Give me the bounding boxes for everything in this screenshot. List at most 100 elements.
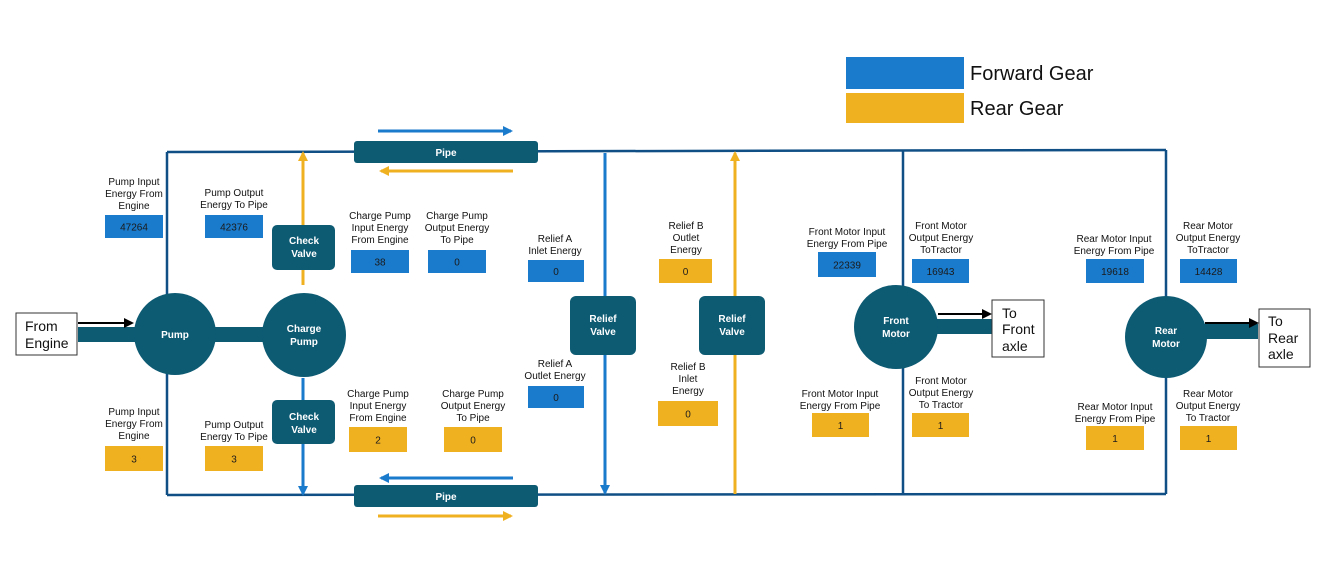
metric-caption-line: Energy: [670, 245, 702, 256]
metric-value: 0: [553, 267, 559, 278]
metric-value-box: [444, 427, 502, 452]
relief-valve-b-label-2: Valve: [719, 327, 745, 338]
legend-swatch-rear: [846, 93, 964, 123]
metric-caption-line: Energy From: [105, 189, 163, 200]
metric-value: 0: [553, 393, 559, 404]
rear-motor-label-2: Motor: [1152, 339, 1180, 350]
metric-value-box: [812, 413, 869, 437]
metric-caption-line: Output Energy: [441, 401, 505, 412]
to-front-axle-line-2: Front: [1002, 321, 1035, 337]
metric-value-box: [658, 401, 718, 426]
pump-node: Pump: [134, 293, 216, 375]
relief-valve-b-label-1: Relief: [718, 314, 746, 325]
legend-label-rear: Rear Gear: [970, 98, 1064, 120]
metric-caption-line: Front Motor: [915, 221, 967, 232]
metric-caption-line: Pump Input: [108, 177, 159, 188]
metric-value: 1: [838, 421, 844, 432]
relief-valve-b: Relief Valve: [699, 296, 765, 355]
legend-label-forward: Forward Gear: [970, 63, 1094, 85]
metric-caption-line: Rear Motor: [1183, 389, 1234, 400]
check-valve-top: Check Valve: [272, 225, 335, 270]
metric-caption-line: Rear Motor: [1183, 221, 1234, 232]
check-valve-bottom-label-1: Check: [289, 412, 319, 423]
from-engine-box: From Engine: [15, 312, 78, 356]
metric-value: 47264: [120, 223, 148, 234]
metric-value-box: [659, 259, 712, 283]
metric-caption-line: Energy From Pipe: [1075, 414, 1156, 425]
metric-caption-line: Charge Pump: [349, 211, 411, 222]
metric-caption-line: Energy From: [105, 419, 163, 430]
metric-value-box: [349, 427, 407, 452]
metric-value-box: [105, 446, 163, 471]
check-valve-top-label-2: Valve: [291, 249, 317, 260]
metric-caption-line: Outlet Energy: [524, 371, 585, 382]
metric-value: 1: [938, 421, 944, 432]
metric-value-box: [205, 446, 263, 471]
metric-value-box: [1180, 259, 1237, 283]
metric-caption-line: Output Energy: [909, 388, 973, 399]
metric-value-box: [428, 250, 486, 273]
metric-value-box: [1086, 426, 1144, 450]
pipe-top-label: Pipe: [435, 148, 457, 159]
metric-value-box: [912, 413, 969, 437]
metric-caption-line: Relief A: [538, 234, 573, 245]
relief-valve-a: Relief Valve: [570, 296, 636, 355]
metric-caption-line: Relief A: [538, 359, 573, 370]
metric-value: 0: [470, 436, 476, 447]
metric-caption-line: Pump Output: [205, 188, 264, 199]
pipe-bottom: Pipe: [354, 485, 538, 507]
metric-caption-line: Energy To Pipe: [200, 432, 268, 443]
metric-caption-line: Rear Motor Input: [1076, 234, 1151, 245]
front-motor-label-1: Front: [883, 316, 909, 327]
metric-caption-line: Pump Output: [205, 420, 264, 431]
metric-caption-line: Energy From Pipe: [1074, 246, 1155, 257]
metric-caption-line: Input Energy: [352, 223, 409, 234]
metric-value: 1: [1112, 434, 1118, 445]
metric-value: 38: [374, 258, 386, 269]
metric-value: 2: [375, 436, 381, 447]
metric-value: 3: [231, 455, 237, 466]
legend: Forward Gear Rear Gear: [846, 57, 1094, 123]
metric-caption-line: Engine: [118, 201, 150, 212]
metric-value: 42376: [220, 223, 248, 234]
metric-caption-line: Front Motor Input: [809, 227, 886, 238]
charge-pump-label-2: Pump: [290, 337, 318, 348]
to-front-axle-box: To Front axle: [991, 299, 1045, 358]
metric-caption-line: Engine: [118, 431, 150, 442]
metric-caption-line: Pump Input: [108, 407, 159, 418]
metric-caption-line: Input Energy: [350, 401, 407, 412]
check-valve-bottom-label-2: Valve: [291, 425, 317, 436]
metric-caption-line: To Tractor: [919, 400, 964, 411]
pump-label: Pump: [161, 330, 189, 341]
to-front-axle-line-3: axle: [1002, 338, 1028, 354]
metric-value: 0: [454, 258, 460, 269]
metric-caption-line: Outlet: [673, 233, 700, 244]
front-motor-node: Front Motor: [854, 285, 938, 369]
metric-value: 19618: [1101, 267, 1129, 278]
metric-value-box: [528, 386, 584, 408]
rear-motor-label-1: Rear: [1155, 326, 1177, 337]
charge-pump-node: Charge Pump: [262, 293, 346, 377]
pipe-bottom-label: Pipe: [435, 492, 457, 503]
metric-caption-line: To Tractor: [1186, 413, 1231, 424]
metric-caption-line: Energy: [672, 386, 704, 397]
rear-motor-node: Rear Motor: [1125, 296, 1207, 378]
metric-caption-line: From Engine: [351, 235, 409, 246]
